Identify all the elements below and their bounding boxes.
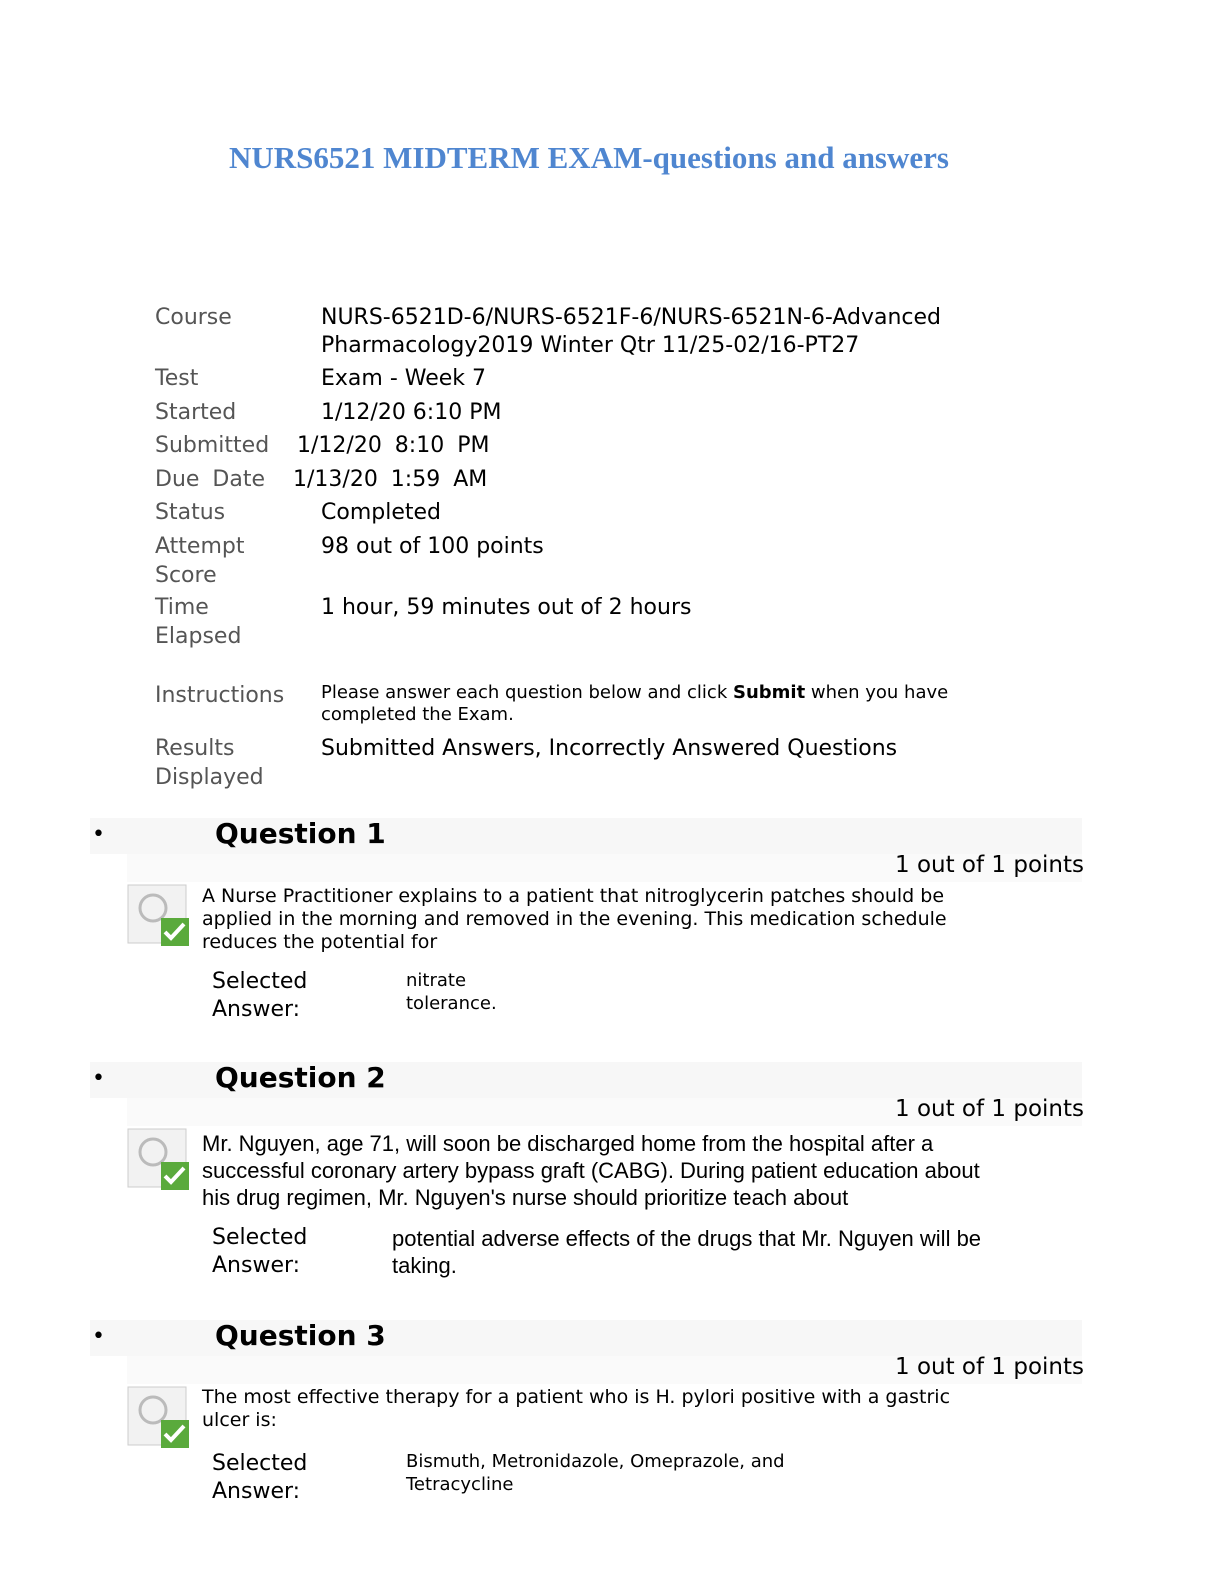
label-started: Started: [155, 400, 237, 425]
value-results-displayed: Submitted Answers, Incorrectly Answered …: [321, 736, 898, 761]
instructions-text-end: when you have completed the Exam.: [321, 682, 949, 725]
correct-answer-check-icon: [127, 884, 189, 946]
value-instructions: Please answer each question below and cl…: [321, 682, 1021, 726]
label-attempt-score: Attempt Score: [155, 534, 245, 588]
label-submitted: Submitted: [155, 433, 270, 458]
bullet: •: [92, 822, 105, 847]
question-title: Question 1: [215, 817, 386, 850]
label-results-displayed: Results Displayed: [155, 736, 264, 790]
bullet: •: [92, 1324, 105, 1349]
question-points: 1 out of 1 points: [895, 1096, 1084, 1122]
bullet: •: [92, 1066, 105, 1091]
value-test: Exam - Week 7: [321, 366, 487, 391]
correct-answer-check-icon: [127, 1386, 189, 1448]
question-text: A Nurse Practitioner explains to a patie…: [202, 885, 947, 953]
selected-answer-label: Selected Answer:: [212, 969, 308, 1022]
label-test: Test: [155, 366, 199, 391]
label-time-elapsed: Time Elapsed: [155, 595, 242, 649]
question-points: 1 out of 1 points: [895, 1354, 1084, 1380]
value-status: Completed: [321, 500, 441, 525]
document-title: NURS6521 MIDTERM EXAM-questions and answ…: [229, 140, 949, 175]
selected-answer-label: Selected Answer:: [212, 1451, 308, 1504]
value-due-date: 1/13/20 1:59 AM: [293, 467, 488, 492]
value-time-elapsed: 1 hour, 59 minutes out of 2 hours: [321, 595, 692, 620]
value-started: 1/12/20 6:10 PM: [321, 400, 502, 425]
question-text: The most effective therapy for a patient…: [202, 1386, 951, 1431]
value-course: NURS-6521D-6/NURS-6521F-6/NURS-6521N-6-A…: [321, 305, 942, 358]
label-due-date: Due Date: [155, 467, 265, 492]
value-submitted: 1/12/20 8:10 PM: [297, 433, 490, 458]
label-instructions: Instructions: [155, 683, 285, 708]
question-text: Mr. Nguyen, age 71, will soon be dischar…: [202, 1131, 980, 1210]
question-title: Question 2: [215, 1061, 386, 1094]
selected-answer: nitrate tolerance.: [406, 970, 497, 1014]
selected-answer-label: Selected Answer:: [212, 1225, 308, 1278]
correct-answer-check-icon: [127, 1128, 189, 1190]
instructions-submit-word: Submit: [732, 682, 806, 703]
question-title: Question 3: [215, 1319, 386, 1352]
instructions-text: Please answer each question below and cl…: [321, 682, 733, 703]
question-points: 1 out of 1 points: [895, 852, 1084, 878]
selected-answer: potential adverse effects of the drugs t…: [392, 1226, 982, 1278]
label-course: Course: [155, 305, 232, 330]
value-attempt-score: 98 out of 100 points: [321, 534, 544, 559]
selected-answer: Bismuth, Metronidazole, Omeprazole, and …: [406, 1451, 785, 1495]
label-status: Status: [155, 500, 226, 525]
